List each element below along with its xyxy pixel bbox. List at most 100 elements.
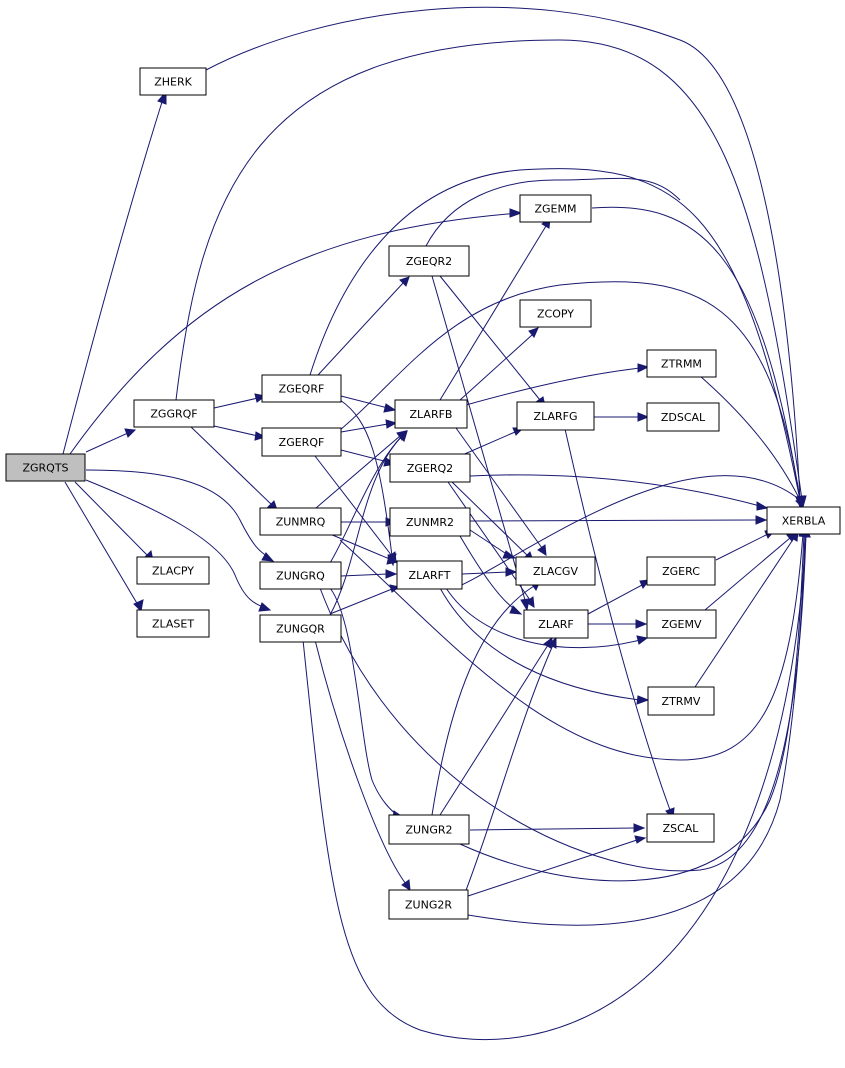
edge-zungqr-zung2r — [314, 639, 411, 891]
edge-zung2r-zscal — [467, 835, 647, 897]
node-ztrmm[interactable]: ZTRMM — [646, 349, 717, 378]
node-label-zunmr2: ZUNMR2 — [406, 516, 454, 529]
node-zgerc[interactable]: ZGERC — [646, 556, 716, 586]
node-label-zgemm: ZGEMM — [535, 203, 577, 216]
node-label-zdscal: ZDSCAL — [661, 411, 706, 424]
call-edges — [62, 6, 811, 1041]
node-zlacpy[interactable]: ZLACPY — [136, 556, 210, 585]
node-ztrmv[interactable]: ZTRMV — [647, 686, 715, 716]
node-zunmr2[interactable]: ZUNMR2 — [389, 507, 471, 537]
node-zgerq2[interactable]: ZGERQ2 — [389, 453, 471, 483]
call-graph-nodes: ZGRQTS ZHERK ZGGRQF ZLACPY ZLASET ZGEQRF… — [5, 67, 841, 920]
node-zherk[interactable]: ZHERK — [139, 67, 207, 96]
node-zungrq[interactable]: ZUNGRQ — [259, 561, 342, 590]
edge-zunmr2-zlacgv — [469, 529, 517, 559]
edge-zlarft-xerbla — [454, 475, 801, 589]
node-zlarf[interactable]: ZLARF — [523, 609, 589, 639]
node-label-zlacgv: ZLACGV — [533, 565, 578, 578]
edge-zungqr-zlarfb — [329, 430, 408, 616]
node-zlacgv[interactable]: ZLACGV — [515, 556, 596, 586]
edge-zlarfb-zlacgv — [455, 427, 547, 556]
edge-zlarfb-ztrmm — [465, 363, 650, 406]
node-label-zung2r: ZUNG2R — [405, 899, 452, 912]
node-label-zscal: ZSCAL — [663, 822, 700, 835]
node-zunmrq[interactable]: ZUNMRQ — [259, 507, 342, 536]
edge-zgerc-xerbla — [715, 529, 777, 561]
edge-zgrqts-xerbla-top — [69, 208, 523, 455]
node-label-zherk: ZHERK — [154, 76, 192, 89]
edge-zgeqrf-zlarfb — [340, 395, 397, 413]
edge-zlarfb-zcopy — [459, 327, 539, 401]
edge-zungrq-zlarft — [340, 569, 398, 579]
edge-zlarf-zgerc — [587, 579, 651, 615]
node-zlarft[interactable]: ZLARFT — [396, 560, 463, 590]
node-label-zgemv: ZGEMV — [661, 618, 702, 631]
node-label-zungrq: ZUNGRQ — [276, 570, 325, 583]
node-zcopy[interactable]: ZCOPY — [519, 299, 592, 328]
node-zggrqf[interactable]: ZGGRQF — [133, 399, 215, 428]
node-zlarfg[interactable]: ZLARFG — [516, 401, 595, 431]
node-label-zunmrq: ZUNMRQ — [276, 516, 326, 529]
node-label-ztrmm: ZTRMM — [661, 358, 702, 371]
node-zlaset[interactable]: ZLASET — [136, 609, 210, 638]
edge-zlarft-zgemv — [445, 587, 649, 649]
node-zdscal[interactable]: ZDSCAL — [646, 402, 720, 432]
node-zgemm[interactable]: ZGEMM — [519, 194, 592, 223]
edge-zggrqf-zgeqrf — [213, 393, 267, 409]
node-zungqr[interactable]: ZUNGQR — [259, 614, 342, 643]
node-label-zlacpy: ZLACPY — [152, 565, 194, 578]
edge-zung2r-xerbla — [467, 533, 806, 926]
edge-zgerq2-zlarfg — [459, 427, 525, 457]
node-label-zungqr: ZUNGQR — [276, 623, 325, 636]
edge-zgerqf-zlarfb — [340, 419, 398, 433]
edge-zlarf-zgemv — [588, 619, 648, 629]
node-label-zlaset: ZLASET — [152, 618, 194, 631]
edge-zunmr2-xerbla — [469, 515, 768, 525]
node-zgemv[interactable]: ZGEMV — [646, 609, 717, 639]
node-zscal[interactable]: ZSCAL — [646, 813, 715, 843]
edge-zgrqts-zlacpy — [74, 481, 154, 562]
node-zung2r[interactable]: ZUNG2R — [388, 889, 469, 920]
edge-zgrqts-zlaset — [64, 481, 144, 613]
node-label-ztrmv: ZTRMV — [662, 695, 701, 708]
edge-zgrqts-zggrqf — [85, 428, 137, 453]
edge-zgeqr2-zlarfg — [439, 275, 546, 407]
node-label-zgrqts: ZGRQTS — [22, 462, 68, 475]
node-label-zcopy: ZCOPY — [537, 308, 574, 321]
node-zlarfb[interactable]: ZLARFB — [394, 399, 468, 429]
node-label-zgerqf: ZGERQF — [279, 436, 325, 449]
node-label-zlarf: ZLARF — [538, 618, 573, 631]
node-label-zgeqrf: ZGEQRF — [279, 383, 325, 396]
node-zgeqr2[interactable]: ZGEQR2 — [388, 245, 470, 277]
edge-zgrqts-zunmrq-path — [85, 469, 275, 562]
node-label-zlarft: ZLARFT — [409, 569, 451, 582]
node-zgeqrf[interactable]: ZGEQRF — [261, 374, 342, 403]
edge-zungr2-zscal — [469, 823, 646, 833]
edge-zgeqrf-zgeqr2 — [317, 276, 410, 376]
node-zgerqf[interactable]: ZGERQF — [261, 427, 342, 457]
edge-zlarft-zlacgv — [461, 567, 518, 577]
edge-zlarfg-zdscal — [594, 412, 650, 422]
node-label-zgerq2: ZGERQ2 — [407, 462, 453, 475]
node-xerbla[interactable]: XERBLA — [766, 506, 841, 535]
edge-zgrqts-zungqr — [85, 479, 272, 612]
node-label-zungr2: ZUNGR2 — [406, 824, 453, 837]
edge-zgeqr2-zgemm — [425, 177, 681, 247]
node-zungr2[interactable]: ZUNGR2 — [388, 814, 470, 845]
edge-zungqr-xerbla — [302, 524, 811, 1041]
edge-zlarft-ztrmv — [439, 587, 650, 705]
node-label-zgerc: ZGERC — [662, 565, 700, 578]
node-zgrqts[interactable]: ZGRQTS — [5, 453, 86, 482]
node-label-xerbla: XERBLA — [782, 515, 826, 528]
node-label-zlarfb: ZLARFB — [410, 408, 453, 421]
edge-ztrmv-xerbla — [694, 529, 799, 688]
edge-zungr2-zlarf — [439, 636, 553, 816]
edge-zgerq2-xerbla — [469, 474, 769, 511]
edge-zunmr2-zlarf — [459, 535, 523, 615]
edge-zggrqf-zgerqf — [213, 425, 267, 441]
edge-zunmrq-zlarft — [329, 533, 400, 565]
node-label-zgeqr2: ZGEQR2 — [406, 255, 452, 268]
node-label-zlarfg: ZLARFG — [534, 410, 578, 423]
edge-zgemv-xerbla — [704, 531, 797, 611]
